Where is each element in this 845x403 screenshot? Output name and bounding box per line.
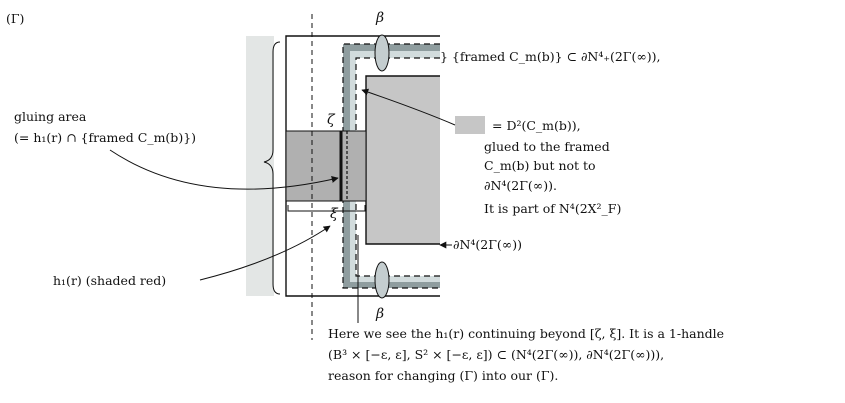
handle-label: h₁(r) (shaded red) xyxy=(53,273,166,288)
gluing-arrow xyxy=(109,149,339,190)
panel-label: (Γ) xyxy=(6,11,24,26)
disk-label-1: = D²(C_m(b)), xyxy=(492,118,581,133)
disk-region xyxy=(366,76,440,244)
disk-swatch xyxy=(455,116,485,134)
left-brace xyxy=(263,41,281,295)
bottom-line-1: Here we see the h₁(r) continuing beyond … xyxy=(328,326,724,341)
beta-ellipse-bottom xyxy=(374,261,390,299)
disk-label-5: It is part of N⁴(2X²_F) xyxy=(484,201,621,216)
beta-bottom-label: β xyxy=(375,306,384,322)
gluing-label-2: (= h₁(r) ∩ {framed C_m(b)}) xyxy=(14,130,196,145)
disk-label-3: C_m(b) but not to xyxy=(484,158,596,173)
disk-label-2: glued to the framed xyxy=(484,139,610,154)
bottom-line-3: reason for changing (Γ) into our (Γ). xyxy=(328,368,558,383)
xi-label: ξ xyxy=(330,206,339,222)
bottom-line-2: (B³ × [−ε, ε], S² × [−ε, ε]) ⊂ (N⁴(2Γ(∞)… xyxy=(328,347,664,362)
boundary-label: ∂N⁴(2Γ(∞)) xyxy=(453,237,522,252)
xi-bracket xyxy=(287,205,366,212)
beta-top-label: β xyxy=(375,10,384,26)
beta-ellipse-top xyxy=(374,34,390,72)
shaded-band xyxy=(246,36,274,296)
disk-label-4: ∂N⁴(2Γ(∞)). xyxy=(484,178,557,193)
gluing-label-1: gluing area xyxy=(14,109,87,124)
handle-arrow xyxy=(199,225,331,281)
disk-arrow xyxy=(361,88,456,126)
gluing-box xyxy=(285,130,367,202)
zeta-label: ζ xyxy=(327,112,336,128)
framed-label: } {framed C_m(b)} ⊂ ∂N⁴₊(2Γ(∞)), xyxy=(440,49,660,64)
